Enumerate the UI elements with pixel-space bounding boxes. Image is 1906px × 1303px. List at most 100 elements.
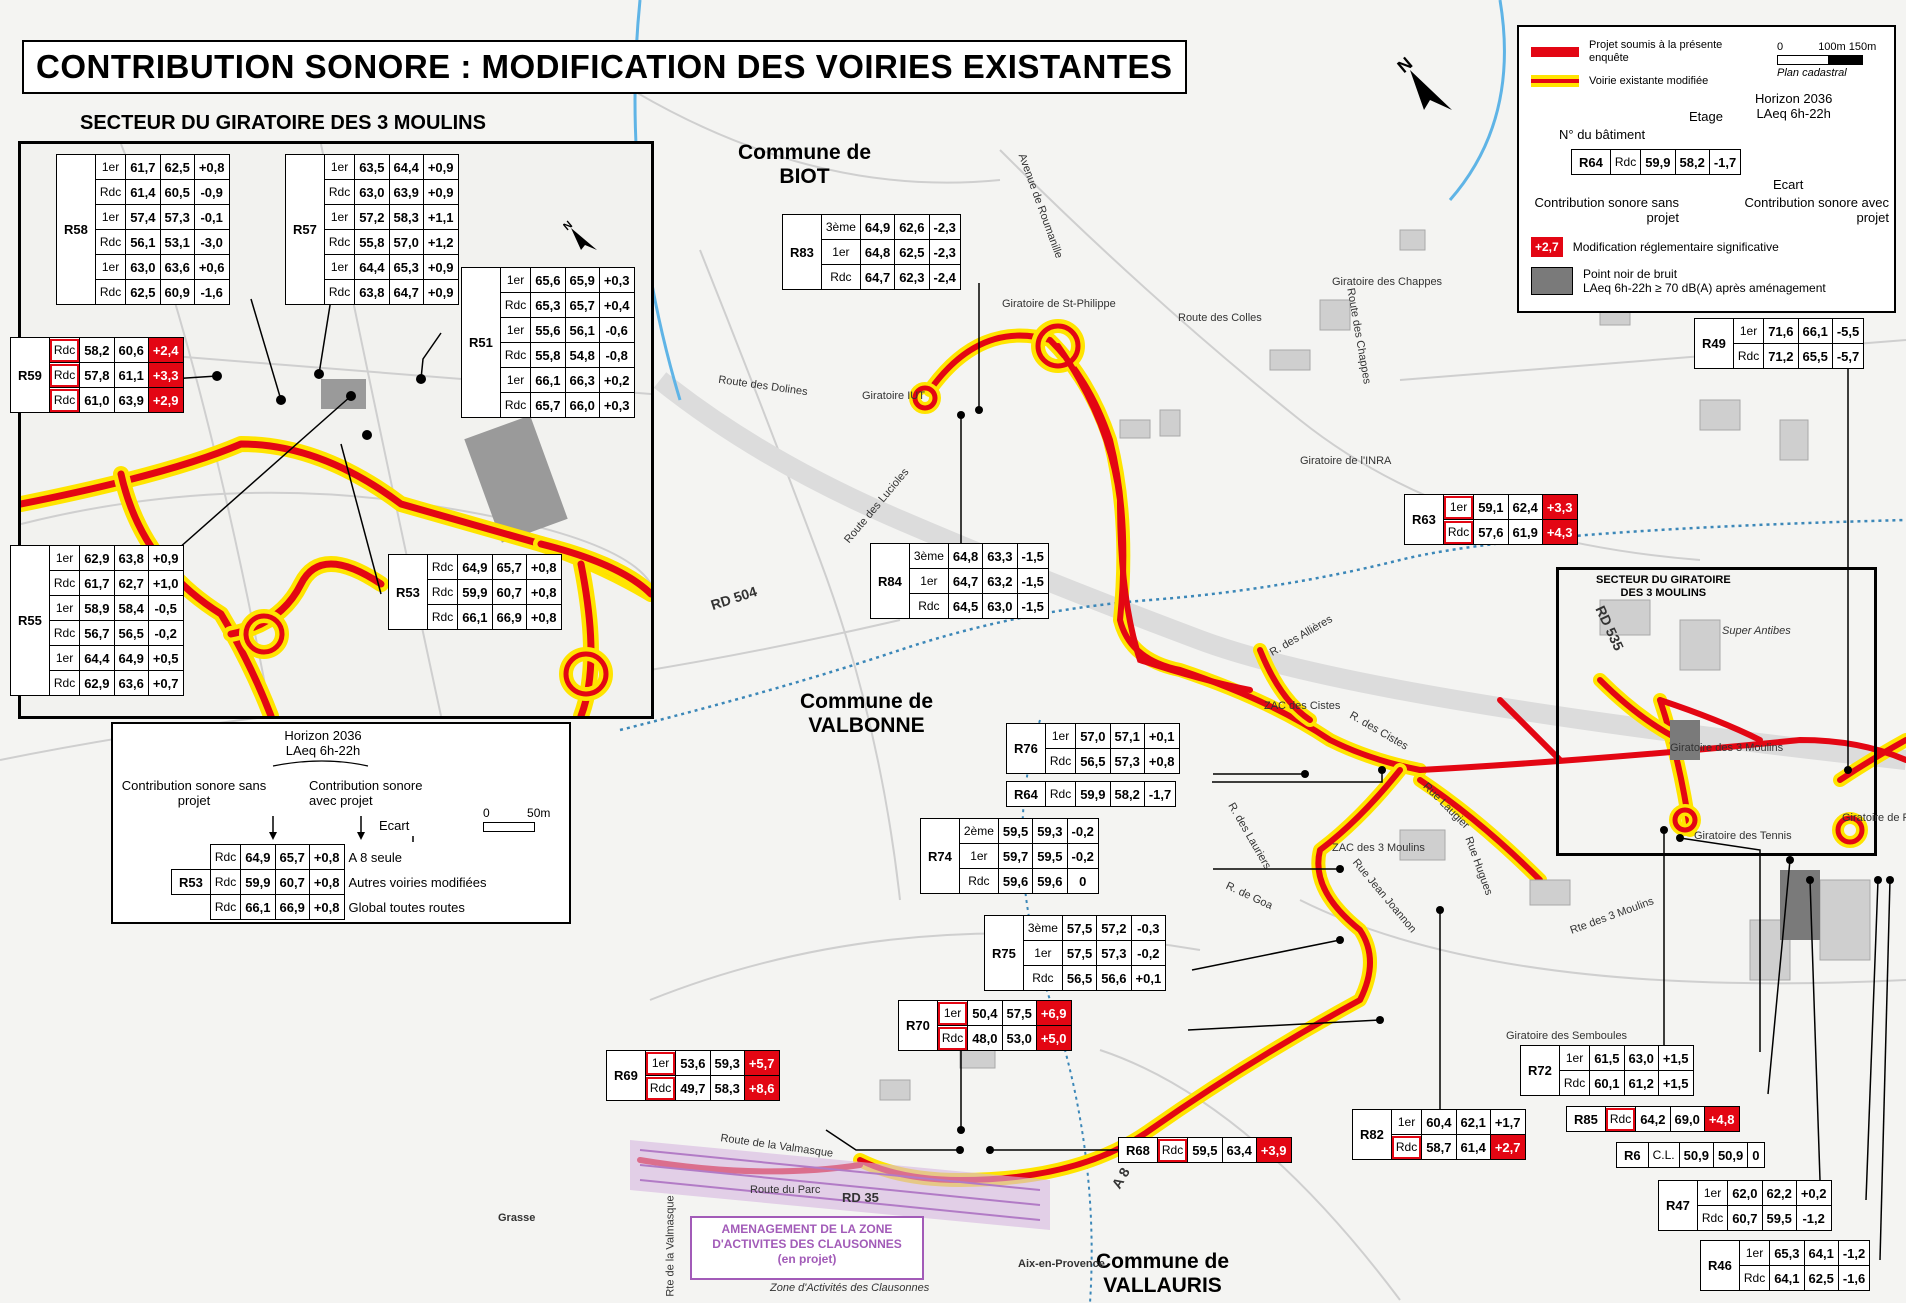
receptor-floor: 1er bbox=[499, 317, 532, 343]
commune-biot-prefix: Commune de bbox=[738, 141, 872, 164]
legend-project-road-label: Projet soumis à la présente enquête bbox=[1589, 39, 1723, 64]
receptor-without-project: 64,8 bbox=[859, 239, 896, 265]
receptor-gap: +5,7 bbox=[743, 1050, 780, 1076]
map-label: Giratoire de Provence bbox=[1842, 812, 1906, 824]
map-label: ZAC des Cistes bbox=[1264, 700, 1341, 712]
receptor-without-project: 59,5 bbox=[1187, 1137, 1223, 1163]
legend-black-point-swatch bbox=[1531, 267, 1573, 295]
receptor-without-project: 63,8 bbox=[354, 279, 390, 305]
inset-legend-horizon-label: Horizon 2036 bbox=[284, 728, 362, 743]
receptor-floor: Rdc bbox=[936, 1025, 969, 1051]
receptor-floor: Rdc bbox=[48, 337, 81, 363]
receptor-with-project: 63,3 bbox=[982, 543, 1018, 569]
legend-etage-label: Etage bbox=[1689, 109, 1723, 124]
legend-laeq-label: LAeq 6h-22h bbox=[1756, 106, 1831, 121]
receptor-id: R47 bbox=[1658, 1180, 1698, 1231]
receptor-id: R64 bbox=[1006, 781, 1046, 807]
receptor-without-project: 59,1 bbox=[1473, 494, 1509, 520]
receptor-without-project: 64,4 bbox=[354, 254, 390, 280]
receptor-floor: Rdc bbox=[1390, 1134, 1423, 1160]
receptor-gap: +8,6 bbox=[743, 1075, 780, 1101]
receptor-without-project: 64,7 bbox=[859, 264, 896, 290]
receptor-without-project: 71,2 bbox=[1763, 343, 1799, 369]
receptor-floor: 1er bbox=[499, 267, 532, 293]
receptor-with-project: 62,5 bbox=[894, 239, 930, 265]
receptor-without-project: 58,7 bbox=[1421, 1134, 1457, 1160]
receptor-gap: +0,3 bbox=[598, 392, 635, 418]
receptor-gap: +1,1 bbox=[422, 204, 459, 230]
receptor-floor: Rdc bbox=[48, 620, 81, 646]
receptor-with-project: 66,1 bbox=[1797, 318, 1833, 344]
receptor-with-project: 63,6 bbox=[113, 670, 149, 696]
sector-inset-canvas bbox=[21, 144, 651, 716]
receptor-gap: +0,2 bbox=[1795, 1180, 1832, 1206]
receptor-without-project: 58,2 bbox=[79, 337, 115, 363]
commune-biot-name: BIOT bbox=[779, 165, 830, 188]
receptor-id: R85 bbox=[1566, 1106, 1606, 1132]
receptor-with-project: 65,9 bbox=[564, 267, 600, 293]
receptor-without-project: 55,6 bbox=[530, 317, 566, 343]
receptor-floor: Rdc bbox=[426, 554, 459, 580]
legend-example-floor: Rdc bbox=[1609, 149, 1642, 175]
legend-example-id: R64 bbox=[1571, 149, 1611, 175]
receptor-with-project: 63,9 bbox=[113, 387, 149, 413]
receptor-floor: Rdc bbox=[94, 179, 127, 205]
receptor-with-project: 62,2 bbox=[1761, 1180, 1797, 1206]
commune-vallauris: Commune de VALLAURIS bbox=[1096, 1250, 1229, 1298]
receptor-with-project: 59,6 bbox=[1032, 868, 1068, 894]
receptor-gap: -0,9 bbox=[193, 179, 230, 205]
map-label: Super Antibes bbox=[1722, 625, 1791, 637]
receptor-gap: +4,8 bbox=[1703, 1106, 1740, 1132]
receptor-floor: 1er bbox=[94, 154, 127, 180]
receptor-with-project: 59,5 bbox=[1032, 843, 1068, 869]
inset-legend-gap: +0,8 bbox=[308, 869, 345, 895]
receptor-id: R72 bbox=[1520, 1045, 1560, 1096]
receptor-floor: 3ème bbox=[820, 214, 861, 240]
receptor-id: R82 bbox=[1352, 1109, 1392, 1160]
map-label: RD 35 bbox=[842, 1190, 879, 1205]
receptor-with-project: 62,4 bbox=[1507, 494, 1543, 520]
receptor-with-project: 61,1 bbox=[113, 362, 149, 388]
receptor-with-project: 59,3 bbox=[709, 1050, 745, 1076]
receptor-with-project: 62,7 bbox=[113, 570, 149, 596]
receptor-floor: 1er bbox=[1696, 1180, 1729, 1206]
receptor-floor: Rdc bbox=[426, 604, 459, 630]
receptor-gap: -3,0 bbox=[193, 229, 230, 255]
receptor-with-project: 56,1 bbox=[564, 317, 600, 343]
receptor-without-project: 64,4 bbox=[79, 645, 115, 671]
receptor-without-project: 64,5 bbox=[947, 593, 984, 619]
receptor-with-project: 58,4 bbox=[113, 595, 149, 621]
receptor-with-project: 63,8 bbox=[113, 545, 149, 571]
receptor-with-project: 60,7 bbox=[491, 579, 527, 605]
receptor-floor: 1er bbox=[1044, 723, 1077, 749]
receptor-floor: 1er bbox=[499, 367, 532, 393]
legend-example-without: 59,9 bbox=[1640, 149, 1676, 175]
receptor-without-project: 60,4 bbox=[1421, 1109, 1457, 1135]
receptor-gap: -1,7 bbox=[1143, 781, 1177, 807]
receptor-gap: +1,7 bbox=[1489, 1109, 1526, 1135]
receptor-gap: +0,8 bbox=[193, 154, 230, 180]
commune-vallauris-name: VALLAURIS bbox=[1103, 1274, 1222, 1297]
map-title: CONTRIBUTION SONORE : MODIFICATION DES V… bbox=[22, 40, 1187, 94]
receptor-with-project: 53,0 bbox=[1001, 1025, 1037, 1051]
receptor-without-project: 59,9 bbox=[1075, 781, 1111, 807]
receptor-with-project: 66,3 bbox=[564, 367, 600, 393]
receptor-without-project: 62,0 bbox=[1727, 1180, 1763, 1206]
receptor-gap: +0,3 bbox=[598, 267, 635, 293]
receptor-gap: -1,5 bbox=[1016, 568, 1049, 594]
receptor-floor: 1er bbox=[1442, 494, 1475, 520]
receptor-floor: Rdc bbox=[323, 179, 356, 205]
receptor-floor: Rdc bbox=[1044, 781, 1077, 807]
receptor-with-project: 64,7 bbox=[388, 279, 424, 305]
receptor-gap: -5,5 bbox=[1831, 318, 1865, 344]
receptor-with-project: 63,0 bbox=[1623, 1045, 1659, 1071]
receptor-floor: 1er bbox=[1558, 1045, 1591, 1071]
inset-legend-empty bbox=[171, 894, 211, 920]
receptor-id: R49 bbox=[1694, 318, 1734, 369]
